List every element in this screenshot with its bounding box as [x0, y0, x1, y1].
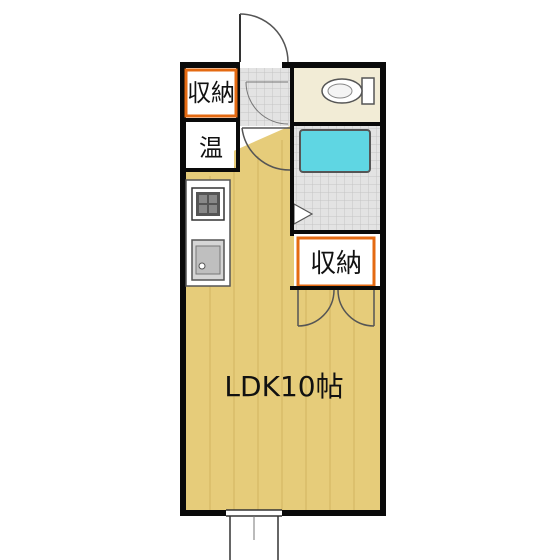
sink-icon: [191, 239, 225, 281]
toilet-icon: [321, 77, 375, 105]
hall-door-icon: [245, 81, 289, 125]
storage-mid-label: 収納: [310, 249, 362, 279]
storage-mid: 収納: [290, 234, 382, 290]
stove-icon: [191, 187, 225, 221]
ldk-label: LDK10帖: [224, 370, 343, 403]
room-door-icon: [241, 127, 291, 171]
storage-top: 収納: [184, 68, 238, 118]
balcony-door-icon[interactable]: [226, 509, 282, 560]
storage-doors-icon: [297, 289, 375, 327]
ldk-floor: [186, 126, 382, 510]
water-heater-label: 温: [199, 134, 223, 162]
kitchen-counter: [185, 179, 231, 287]
bathtub-icon: [299, 129, 371, 173]
water-heater: 温: [188, 124, 234, 168]
bathroom: [293, 126, 380, 230]
entrance-door-icon[interactable]: [239, 13, 289, 63]
storage-top-label: 収納: [187, 79, 235, 107]
toilet-room: [294, 68, 380, 124]
walls: [180, 62, 386, 516]
